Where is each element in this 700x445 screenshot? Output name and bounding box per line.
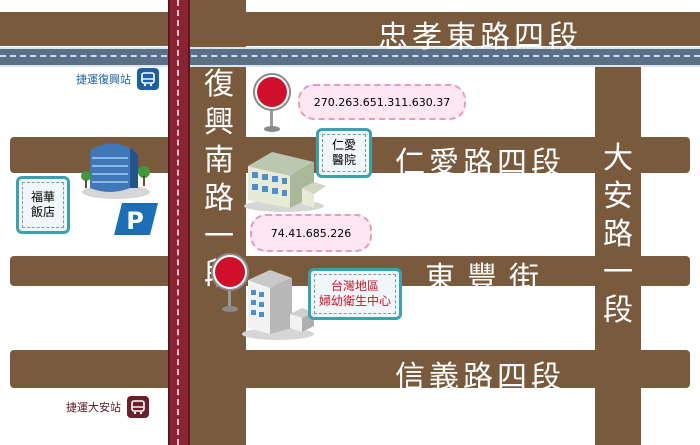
metro-icon xyxy=(137,68,159,90)
station-fuxing-label: 捷運復興站 xyxy=(76,73,131,86)
health-center-building-icon xyxy=(242,270,314,340)
road-fuxing xyxy=(190,0,246,445)
hospital-building-icon xyxy=(244,152,326,212)
card-inner: 仁愛 醫院 xyxy=(322,134,366,172)
road-xinyi xyxy=(10,350,690,388)
mrt-line-vertical-dash xyxy=(177,0,179,445)
station-daan-label: 捷運大安站 xyxy=(66,401,121,414)
location-pin-icon[interactable] xyxy=(250,72,294,134)
mrt-line-dash xyxy=(0,55,700,57)
location-pin-icon[interactable] xyxy=(208,252,252,314)
road-label-xinyi: 信義路四段 xyxy=(395,360,565,395)
road-label-zhongxiao: 忠孝東路四段 xyxy=(378,20,582,55)
road-label-daan: 大 安 路 一 段 xyxy=(603,141,633,328)
svg-text:P: P xyxy=(126,207,144,235)
road-zhongxiao xyxy=(0,12,700,46)
health-center-card[interactable]: 台灣地區 婦幼衛生中心 xyxy=(308,268,402,320)
card-inner: 台灣地區 婦幼衛生中心 xyxy=(314,274,396,314)
station-fuxing[interactable]: 捷運復興站 xyxy=(76,68,159,90)
hotel-building-icon xyxy=(81,143,150,199)
road-daan xyxy=(595,60,641,445)
phone-bubble-top: 270.263.651.311.630.37 xyxy=(298,84,466,120)
mrt-line-vertical xyxy=(168,0,190,445)
card-inner: 福華 飯店 xyxy=(22,182,64,228)
mrt-line-horizontal xyxy=(0,47,700,67)
station-daan[interactable]: 捷運大安站 xyxy=(66,396,149,418)
road-label-dongfeng: 東豐街 xyxy=(425,261,551,296)
metro-icon xyxy=(127,396,149,418)
parking-icon: P xyxy=(114,203,158,235)
fuhua-hotel-card[interactable]: 福華 飯店 xyxy=(16,176,70,234)
renai-hospital-card[interactable]: 仁愛 醫院 xyxy=(316,128,372,178)
phone-bubble-mid: 74.41.685.226 xyxy=(250,214,372,252)
road-label-renai: 仁愛路四段 xyxy=(395,146,565,181)
